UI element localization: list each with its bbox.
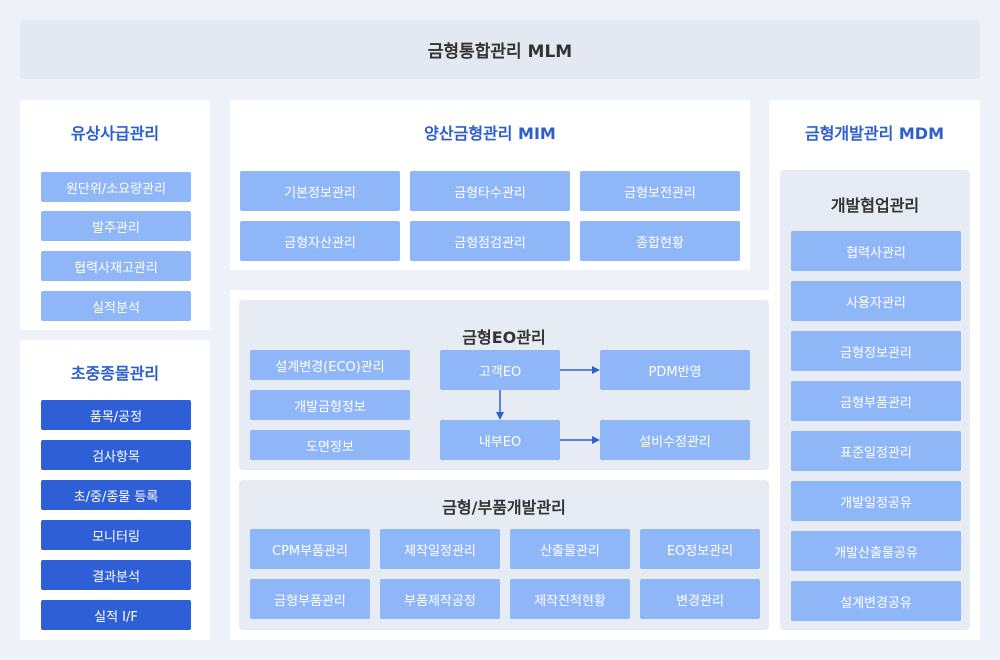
- initial-item-inspect[interactable]: 검사항목: [41, 440, 191, 470]
- mdm-panel: 금형개발관리 MDM 개발협업관리 협력사관리 사용자관리 금형정보관리 금형부…: [769, 100, 980, 640]
- mdm-item-mold-parts[interactable]: 금형부품관리: [791, 381, 961, 421]
- collab-panel: 개발협업관리 협력사관리 사용자관리 금형정보관리 금형부품관리 표준일정관리 …: [780, 170, 970, 630]
- eo-item-drawing[interactable]: 도면정보: [250, 430, 410, 460]
- mim-item-asset[interactable]: 금형자산관리: [240, 221, 400, 261]
- eo-customer-eo[interactable]: 고객EO: [440, 350, 560, 390]
- paid-item-stock[interactable]: 협력사재고관리: [41, 251, 191, 281]
- collab-title: 개발협업관리: [830, 196, 920, 215]
- initial-item-part[interactable]: 품목/공정: [41, 400, 191, 430]
- mim-item-overview[interactable]: 종합현황: [580, 221, 740, 261]
- paid-item-order[interactable]: 발주관리: [41, 211, 191, 241]
- paid-supply-title: 유상사급관리: [70, 124, 160, 143]
- eo-item-eco[interactable]: 설계변경(ECO)관리: [250, 350, 410, 380]
- eo-internal-eo[interactable]: 내부EO: [440, 420, 560, 460]
- parts-item-process[interactable]: 부품제작공정: [380, 579, 500, 619]
- mlm-header: 금형통합관리 MLM: [20, 20, 980, 79]
- paid-supply-panel: 유상사급관리 원단위/소요량관리 발주관리 협력사재고관리 실적분석: [20, 100, 210, 330]
- mdm-item-std-schedule[interactable]: 표준일정관리: [791, 431, 961, 471]
- parts-item-mold-parts[interactable]: 금형부품관리: [250, 579, 370, 619]
- mim-item-maintenance[interactable]: 금형보전관리: [580, 171, 740, 211]
- mdm-item-partner[interactable]: 협력사관리: [791, 231, 961, 271]
- initial-product-title: 초중종물관리: [70, 364, 160, 383]
- arrow-internal-to-equipment: [560, 436, 600, 444]
- parts-item-schedule[interactable]: 제작일정관리: [380, 529, 500, 569]
- eo-item-dev-mold[interactable]: 개발금형정보: [250, 390, 410, 420]
- development-wrapper: 금형EO관리 설계변경(ECO)관리 개발금형정보 도면정보 고객EO PDM반…: [230, 290, 779, 640]
- mdm-item-dev-schedule[interactable]: 개발일정공유: [791, 481, 961, 521]
- initial-item-if[interactable]: 실적 I/F: [41, 600, 191, 630]
- parts-item-output[interactable]: 산출물관리: [510, 529, 630, 569]
- initial-item-monitor[interactable]: 모니터링: [41, 520, 191, 550]
- parts-panel: 금형/부품개발관리 CPM부품관리 제작일정관리 산출물관리 EO정보관리 금형…: [239, 480, 769, 630]
- mdm-title: 금형개발관리 MDM: [804, 124, 944, 143]
- parts-title: 금형/부품개발관리: [442, 498, 566, 517]
- mim-panel: 양산금형관리 MIM 기본정보관리 금형타수관리 금형보전관리 금형자산관리 금…: [230, 100, 750, 270]
- eo-panel: 금형EO관리 설계변경(ECO)관리 개발금형정보 도면정보 고객EO PDM반…: [239, 300, 769, 470]
- mim-title: 양산금형관리 MIM: [424, 124, 556, 143]
- mdm-item-dev-output[interactable]: 개발산출물공유: [791, 531, 961, 571]
- mim-item-basic[interactable]: 기본정보관리: [240, 171, 400, 211]
- mdm-item-mold-info[interactable]: 금형정보관리: [791, 331, 961, 371]
- eo-pdm[interactable]: PDM반영: [600, 350, 750, 390]
- mdm-item-design-change[interactable]: 설계변경공유: [791, 581, 961, 621]
- eo-equipment[interactable]: 설비수정관리: [600, 420, 750, 460]
- paid-item-unit[interactable]: 원단위/소요량관리: [41, 172, 191, 202]
- eo-flow-arrows: [496, 366, 600, 444]
- parts-item-progress[interactable]: 제작진척현황: [510, 579, 630, 619]
- parts-item-eo-info[interactable]: EO정보관리: [640, 529, 760, 569]
- arrow-customer-to-internal: [496, 390, 504, 420]
- initial-product-panel: 초중종물관리 품목/공정 검사항목 초/중/종물 등록 모니터링 결과분석 실적…: [20, 340, 210, 640]
- mim-item-inspection[interactable]: 금형점검관리: [410, 221, 570, 261]
- initial-item-result[interactable]: 결과분석: [41, 560, 191, 590]
- parts-item-cpm[interactable]: CPM부품관리: [250, 529, 370, 569]
- parts-item-change[interactable]: 변경관리: [640, 579, 760, 619]
- mdm-item-user[interactable]: 사용자관리: [791, 281, 961, 321]
- mim-item-shots[interactable]: 금형타수관리: [410, 171, 570, 211]
- paid-item-analysis[interactable]: 실적분석: [41, 291, 191, 321]
- initial-item-register[interactable]: 초/중/종물 등록: [41, 480, 191, 510]
- eo-title: 금형EO관리: [462, 328, 546, 347]
- arrow-customer-to-pdm: [560, 366, 600, 374]
